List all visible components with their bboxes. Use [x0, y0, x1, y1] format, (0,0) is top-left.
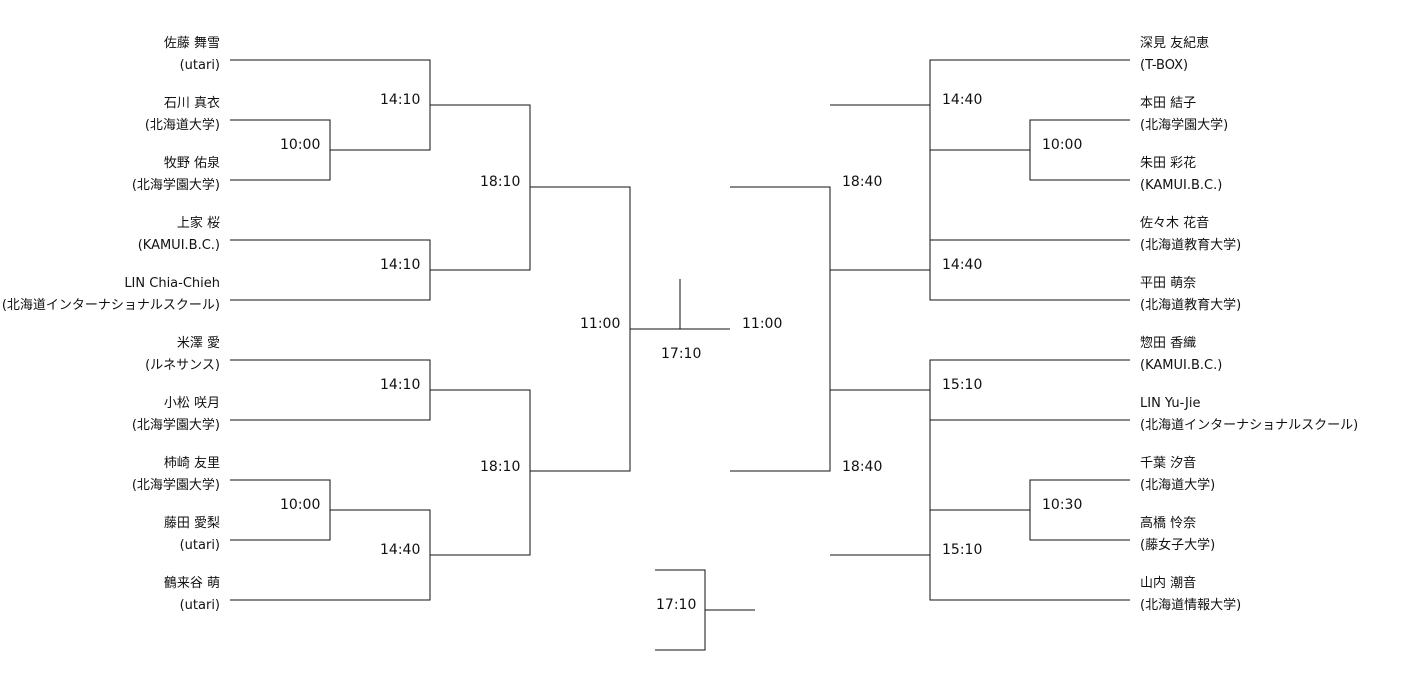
bracket-line — [929, 239, 1130, 301]
match-time: 18:10 — [480, 174, 521, 190]
player-affiliation: (北海道教育大学) — [1140, 238, 1242, 253]
match-time: 15:10 — [942, 542, 983, 558]
bracket-line — [430, 389, 531, 556]
player-name: 千葉 汐音 — [1140, 456, 1197, 471]
player-affiliation: (北海学園大学) — [131, 418, 220, 433]
match-time: 14:40 — [942, 257, 983, 273]
final-match-time: 17:10 — [661, 346, 702, 362]
player-affiliation: (北海道インターナショナルスクール) — [1, 298, 220, 313]
player-name: 佐々木 花音 — [1140, 216, 1210, 231]
player-name: 柿崎 友里 — [163, 456, 220, 471]
bracket-line — [830, 389, 931, 556]
bracket-line — [929, 59, 1130, 151]
match-time: 10:30 — [1042, 497, 1083, 513]
match-time: 11:00 — [742, 316, 783, 332]
player-name: 鶴来谷 萌 — [163, 576, 220, 591]
bracket-line — [830, 104, 931, 271]
player-affiliation: (ルネサンス) — [145, 358, 220, 373]
player-name: 山内 潮音 — [1140, 576, 1197, 591]
match-time: 11:00 — [580, 316, 621, 332]
player-affiliation: (T-BOX) — [1140, 58, 1189, 73]
player-affiliation: (藤女子大学) — [1140, 538, 1216, 553]
player-affiliation: (utari) — [179, 538, 220, 553]
player-name: 牧野 佑泉 — [163, 156, 220, 171]
bracket-line — [929, 359, 1130, 421]
match-time: 14:40 — [380, 542, 421, 558]
player-name: 高橋 怜奈 — [1140, 516, 1197, 531]
player-affiliation: (北海道大学) — [1140, 478, 1216, 493]
player-name: 石川 真衣 — [163, 96, 220, 111]
match-time: 14:10 — [380, 92, 421, 108]
player-affiliation: (北海学園大学) — [131, 178, 220, 193]
match-time: 14:10 — [380, 257, 421, 273]
match-time: 14:40 — [942, 92, 983, 108]
player-name: 平田 萌奈 — [1140, 276, 1197, 291]
match-time: 10:00 — [1042, 137, 1083, 153]
player-affiliation: (北海道情報大学) — [1140, 598, 1242, 613]
third-place-match-time: 17:10 — [656, 597, 697, 613]
match-time: 18:40 — [842, 174, 883, 190]
match-time: 10:00 — [280, 497, 321, 513]
player-affiliation: (KAMUI.B.C.) — [1140, 358, 1223, 373]
match-time: 10:00 — [280, 137, 321, 153]
player-affiliation: (KAMUI.B.C.) — [1140, 178, 1223, 193]
player-affiliation: (北海道教育大学) — [1140, 298, 1242, 313]
bracket-line — [1029, 119, 1130, 181]
player-name: 朱田 彩花 — [1140, 156, 1197, 171]
player-name: 本田 結子 — [1140, 96, 1197, 111]
player-name: 米澤 愛 — [176, 336, 220, 351]
player-name: 小松 咲月 — [163, 396, 220, 411]
player-name: 藤田 愛梨 — [163, 516, 220, 531]
player-affiliation: (北海道インターナショナルスクール) — [1140, 418, 1359, 433]
player-affiliation: (utari) — [179, 58, 220, 73]
player-affiliation: (utari) — [179, 598, 220, 613]
bracket-line — [230, 119, 331, 181]
bracket-line — [730, 186, 831, 472]
player-affiliation: (北海学園大学) — [131, 478, 220, 493]
match-time: 15:10 — [942, 377, 983, 393]
player-name: 惣田 香織 — [1140, 336, 1197, 351]
player-name: 上家 桜 — [176, 216, 220, 231]
match-time: 18:10 — [480, 459, 521, 475]
match-time: 18:40 — [842, 459, 883, 475]
player-name: LIN Chia-Chieh — [124, 276, 220, 291]
player-name: 深見 友紀恵 — [1140, 36, 1210, 51]
match-time: 14:10 — [380, 377, 421, 393]
player-name: 佐藤 舞雪 — [163, 36, 220, 51]
player-name: LIN Yu-Jie — [1140, 396, 1201, 411]
bracket-line — [230, 239, 431, 301]
player-affiliation: (北海学園大学) — [1140, 118, 1229, 133]
player-affiliation: (KAMUI.B.C.) — [137, 238, 220, 253]
bracket-line — [929, 509, 1130, 601]
player-affiliation: (北海道大学) — [144, 118, 220, 133]
